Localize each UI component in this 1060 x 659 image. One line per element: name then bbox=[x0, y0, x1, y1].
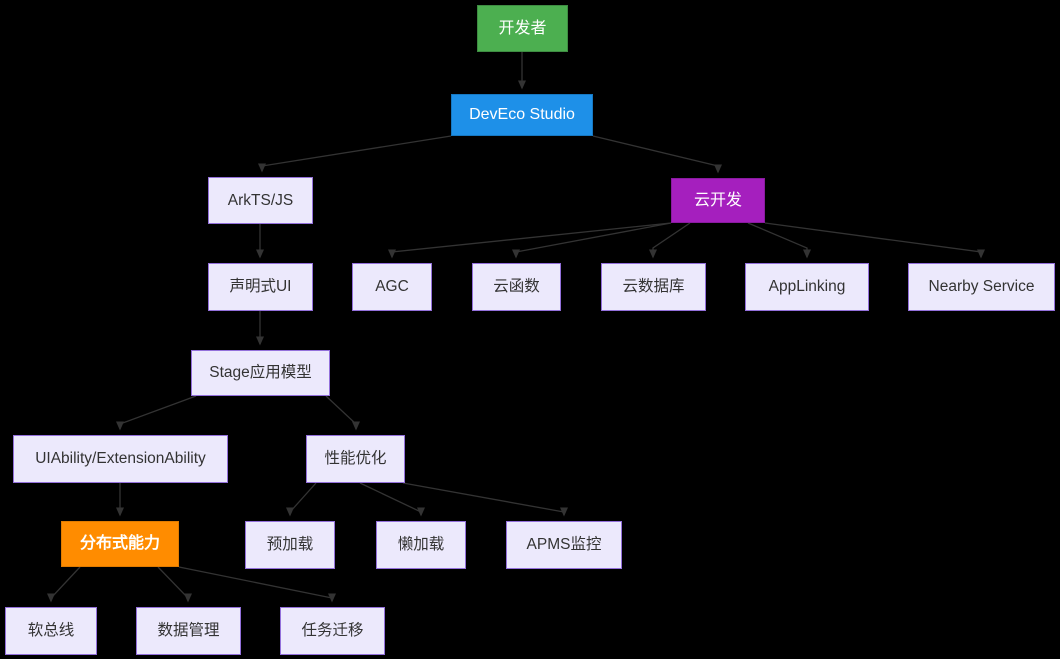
node-apms[interactable]: APMS监控 bbox=[506, 521, 622, 569]
node-nearby[interactable]: Nearby Service bbox=[908, 263, 1055, 311]
node-label-cloud: 云开发 bbox=[693, 191, 742, 209]
node-label-distributed: 分布式能力 bbox=[79, 535, 160, 553]
node-perf[interactable]: 性能优化 bbox=[306, 435, 405, 483]
node-label-taskmove: 任务迁移 bbox=[301, 622, 364, 640]
node-uiability[interactable]: UIAbility/ExtensionAbility bbox=[13, 435, 228, 483]
node-preload[interactable]: 预加载 bbox=[245, 521, 335, 569]
node-cloudfunc[interactable]: 云函数 bbox=[472, 263, 561, 311]
node-label-cloudfunc: 云函数 bbox=[493, 278, 540, 296]
node-agc[interactable]: AGC bbox=[352, 263, 432, 311]
node-cloud[interactable]: 云开发 bbox=[671, 178, 765, 223]
node-label-nearby: Nearby Service bbox=[928, 278, 1035, 296]
node-lazyload[interactable]: 懒加载 bbox=[376, 521, 466, 569]
node-stage[interactable]: Stage应用模型 bbox=[191, 350, 330, 396]
node-label-apms: APMS监控 bbox=[526, 536, 602, 554]
node-label-softbus: 软总线 bbox=[27, 622, 75, 640]
node-label-lazyload: 懒加载 bbox=[397, 536, 445, 554]
node-taskmove[interactable]: 任务迁移 bbox=[280, 607, 385, 655]
node-applinking[interactable]: AppLinking bbox=[745, 263, 869, 311]
node-developer[interactable]: 开发者 bbox=[477, 5, 568, 52]
node-softbus[interactable]: 软总线 bbox=[5, 607, 97, 655]
node-arkts[interactable]: ArkTS/JS bbox=[208, 177, 313, 224]
node-clouddb[interactable]: 云数据库 bbox=[601, 263, 706, 311]
node-datamgmt[interactable]: 数据管理 bbox=[136, 607, 241, 655]
node-declarative[interactable]: 声明式UI bbox=[208, 263, 313, 311]
node-deveco[interactable]: DevEco Studio bbox=[451, 94, 593, 136]
node-label-developer: 开发者 bbox=[498, 19, 547, 37]
node-distributed[interactable]: 分布式能力 bbox=[61, 521, 179, 567]
node-label-datamgmt: 数据管理 bbox=[157, 622, 220, 640]
node-label-stage: Stage应用模型 bbox=[209, 364, 312, 382]
node-label-clouddb: 云数据库 bbox=[622, 278, 685, 296]
node-label-preload: 预加载 bbox=[266, 536, 314, 554]
node-label-declarative: 声明式UI bbox=[229, 278, 292, 296]
node-label-arkts: ArkTS/JS bbox=[227, 191, 294, 209]
node-label-perf: 性能优化 bbox=[324, 450, 387, 468]
node-label-applinking: AppLinking bbox=[768, 278, 846, 296]
node-label-deveco: DevEco Studio bbox=[469, 106, 575, 124]
node-label-uiability: UIAbility/ExtensionAbility bbox=[35, 450, 206, 468]
node-label-agc: AGC bbox=[375, 278, 409, 296]
